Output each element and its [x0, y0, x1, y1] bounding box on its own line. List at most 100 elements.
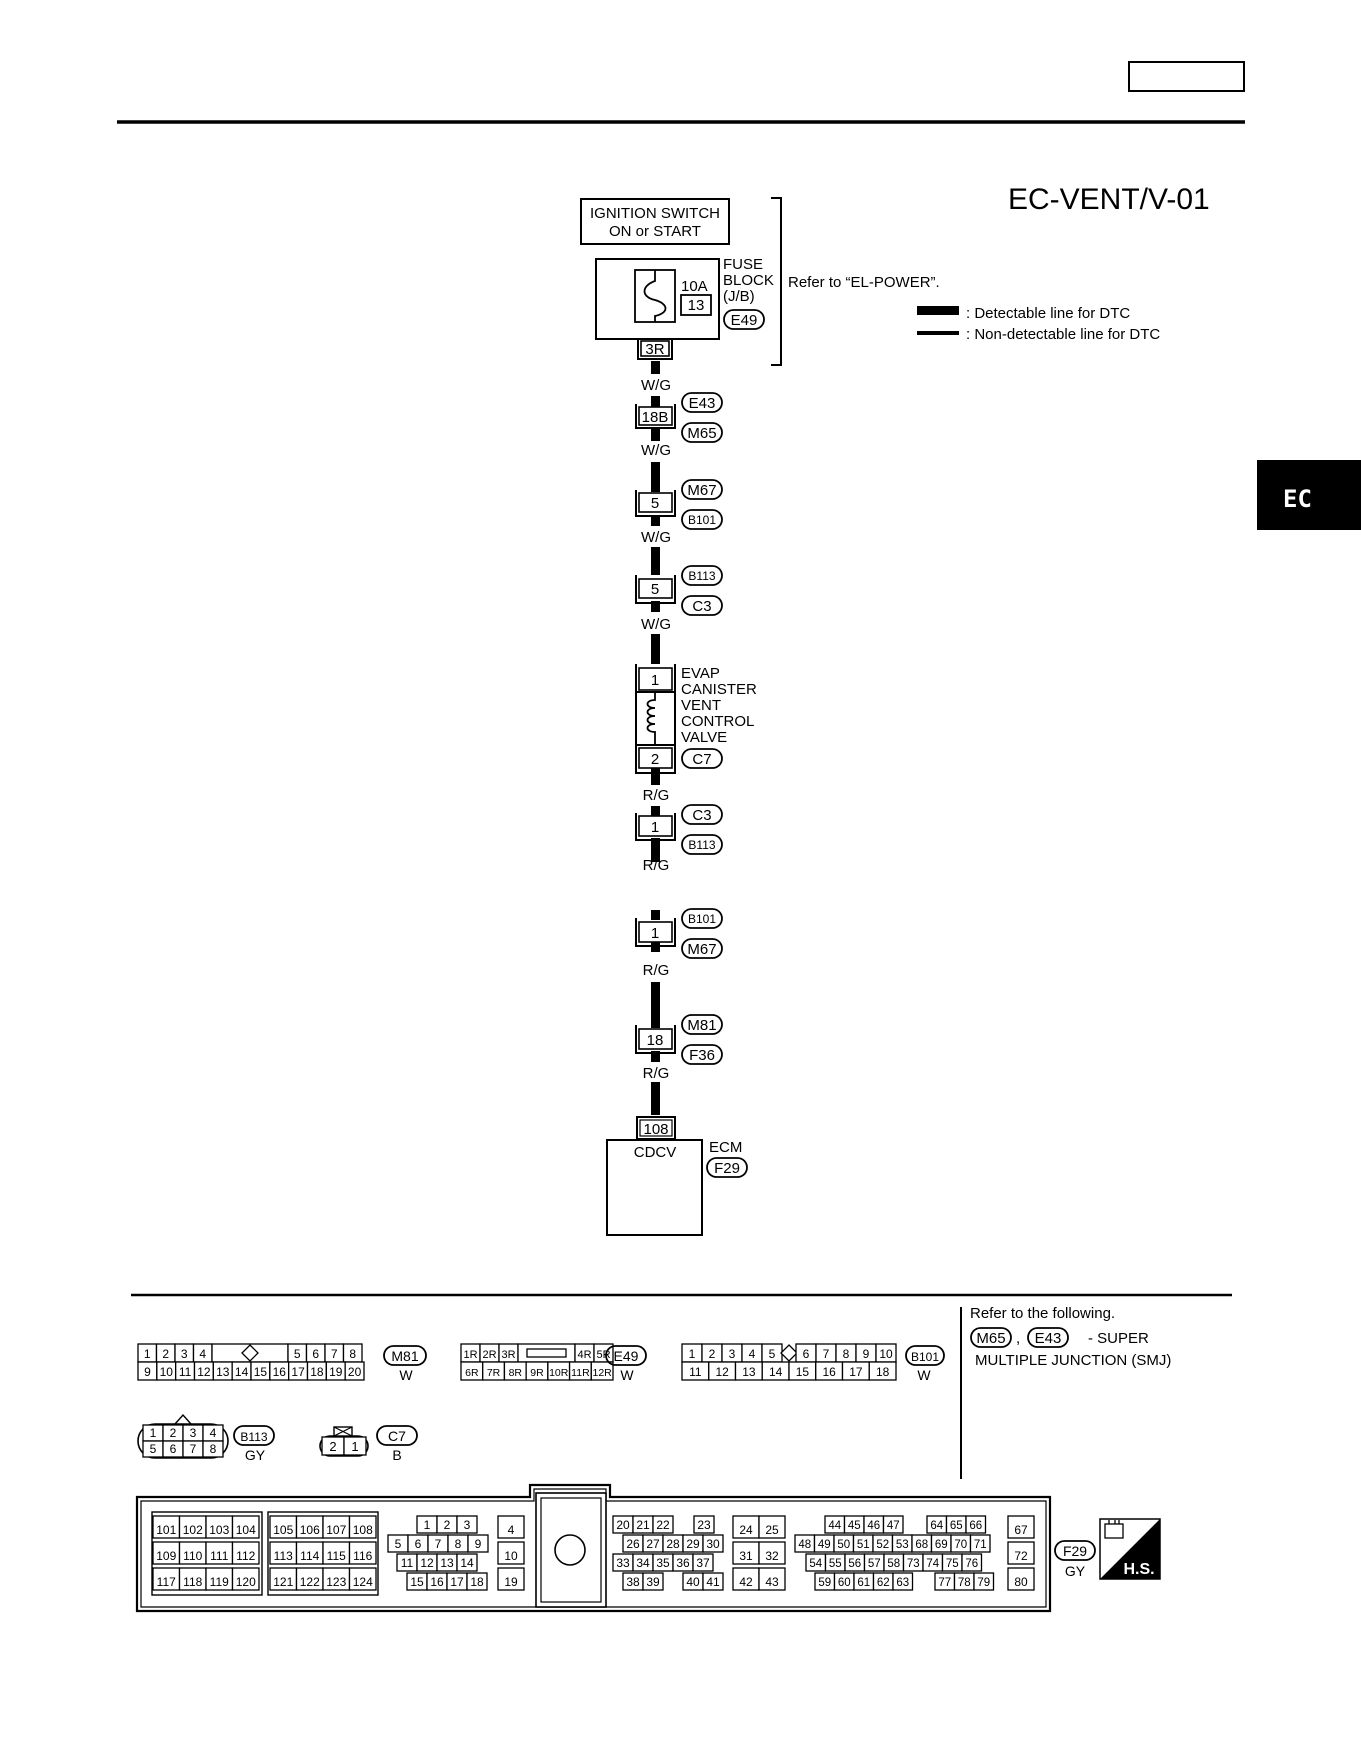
pin-number: 14: [460, 1556, 474, 1570]
junction-bracket: [635, 813, 676, 841]
fuse-block-box: [595, 258, 720, 340]
pin-number: 2R: [482, 1349, 496, 1361]
pin-cell: [348, 1567, 377, 1591]
junction-terminal-box: [638, 1028, 673, 1050]
pin-number: 39: [646, 1575, 660, 1589]
pin-number: 67: [1014, 1523, 1028, 1537]
pin-number: 106: [300, 1523, 320, 1537]
junction-terminal-box: [638, 815, 673, 837]
connector-color: W: [620, 1367, 634, 1383]
valve-name-1: EVAP: [681, 665, 720, 682]
junction-bracket: [635, 918, 676, 947]
harness-pins-icon: [1108, 1520, 1120, 1524]
connector-badge: [681, 1014, 723, 1035]
pin-number: 54: [809, 1558, 822, 1570]
pin-number: 104: [236, 1523, 256, 1537]
center-bolt-housing-inner: [540, 1497, 602, 1603]
pin-cell: [1007, 1567, 1035, 1591]
pin-cell: [961, 1553, 983, 1572]
connector-badge: [681, 804, 723, 825]
pin-cell: [758, 1567, 786, 1591]
pin-number: 4: [508, 1523, 515, 1537]
section-tab: [1257, 460, 1361, 530]
valve-pin-bottom: 2: [651, 751, 659, 768]
wire-color-label: R/G: [643, 1065, 670, 1082]
pin-cell: [965, 1515, 987, 1534]
pin-number: 61: [857, 1577, 870, 1589]
pin-number: 48: [798, 1539, 811, 1551]
pin-number: 73: [907, 1558, 920, 1570]
pin-number: 43: [765, 1575, 779, 1589]
pin-number: 6: [312, 1347, 319, 1361]
pin-number: 120: [236, 1575, 256, 1589]
pin-number: 60: [838, 1577, 851, 1589]
ecm-signal: CDCV: [634, 1144, 677, 1161]
pin-number: 9: [863, 1347, 870, 1361]
pin-number: 8R: [509, 1367, 523, 1379]
pin-number: 14: [235, 1365, 249, 1379]
ignition-switch-line2: ON or START: [609, 223, 701, 240]
lock-slot-icon: [526, 1348, 567, 1358]
valve-pin-box: [638, 747, 673, 769]
pin-number: 18: [876, 1365, 890, 1379]
connector-badge: [905, 1345, 945, 1366]
pin-cell: [231, 1515, 260, 1539]
connector-id: M81: [391, 1348, 418, 1364]
pin-number: 117: [157, 1575, 176, 1589]
pin-number: 31: [739, 1549, 753, 1563]
valve-name-5: VALVE: [681, 729, 727, 746]
connector-id: F29: [1063, 1543, 1087, 1559]
junction-terminal: 1: [651, 819, 659, 836]
pin-cell: [1007, 1515, 1035, 1539]
refer-note-separator: ,: [1016, 1330, 1020, 1347]
valve-pin-top: 1: [651, 672, 659, 689]
pin-number: 56: [848, 1558, 861, 1570]
pin-number: 66: [969, 1520, 982, 1532]
pin-number: 7R: [487, 1367, 501, 1379]
refer-note-conn2: E43: [1035, 1330, 1062, 1347]
pin-number: 69: [935, 1539, 948, 1551]
fuse-rating: 10A: [681, 278, 708, 295]
pin-cell: [343, 1436, 367, 1456]
pin-number: 26: [626, 1537, 640, 1551]
pin-cell: [344, 1361, 365, 1381]
pin-number: 21: [636, 1518, 650, 1532]
pin-number: 16: [430, 1575, 444, 1589]
wire-color-label: W/G: [641, 442, 671, 459]
fuse-number-box: [680, 294, 712, 316]
connector-badge: [970, 1327, 1012, 1348]
pin-number: 9: [475, 1537, 482, 1551]
pin-number: 3R: [501, 1349, 515, 1361]
junction-terminal: 5: [651, 581, 659, 598]
junction-connector-a: B113: [688, 569, 715, 583]
pin-group-frame: [151, 1511, 263, 1596]
pin-number: 23: [697, 1518, 711, 1532]
pin-number: 18: [470, 1575, 484, 1589]
solenoid-coil-icon: [646, 692, 656, 745]
pin-number: 3: [729, 1347, 736, 1361]
pin-number: 5: [294, 1347, 301, 1361]
pin-number: 9R: [530, 1367, 544, 1379]
pin-number: 64: [930, 1520, 943, 1532]
pin-cell: [456, 1553, 478, 1572]
pin-number: 65: [950, 1520, 963, 1532]
pin-cell: [1007, 1541, 1035, 1565]
pin-number: 112: [236, 1549, 255, 1563]
ecm-box: [606, 1139, 703, 1236]
refer-note-conn1: M65: [976, 1330, 1005, 1347]
pin-number: 28: [666, 1537, 680, 1551]
pin-number: 37: [696, 1556, 710, 1570]
fuse-terminal: 3R: [645, 341, 664, 358]
connector-badge: [1027, 1327, 1069, 1348]
junction-connector-b: M65: [687, 425, 716, 442]
pin-cell: [892, 1572, 914, 1591]
connector-badge: [376, 1425, 418, 1446]
pin-number: 68: [915, 1539, 928, 1551]
pin-number: 5: [769, 1347, 776, 1361]
pin-number: 72: [1014, 1549, 1028, 1563]
pin-number: 10: [879, 1347, 893, 1361]
pin-cell: [456, 1515, 478, 1534]
pin-number: 8: [349, 1347, 356, 1361]
